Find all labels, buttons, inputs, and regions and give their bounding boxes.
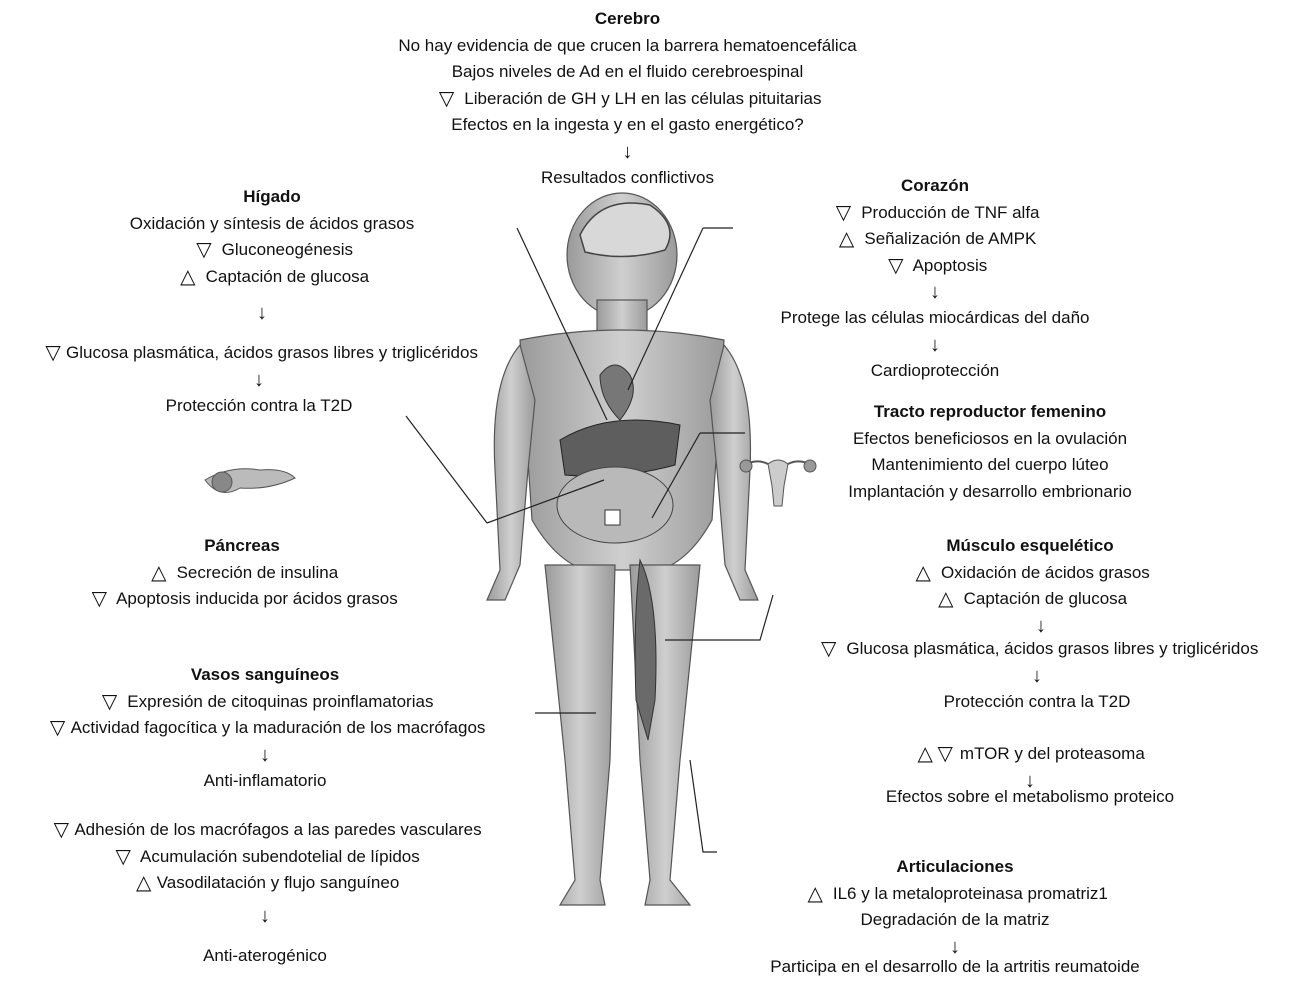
down-triangle-icon (935, 744, 955, 764)
brain-line-2: Bajos niveles de Ad en el fluido cerebro… (330, 59, 925, 86)
down-triangle-icon (434, 89, 460, 109)
pancreas-line-2: Apoptosis inducida por ácidos grasos (52, 586, 432, 613)
pancreas-title: Páncreas (52, 533, 432, 560)
down-triangle-icon (816, 639, 842, 659)
reproductive-line-3: Implantación y desarrollo embrionario (795, 479, 1185, 506)
muscle-mtor: mTOR y del proteasoma Efectos sobre el m… (840, 741, 1220, 810)
muscle-line-2: Captación de glucosa (860, 586, 1200, 613)
liver-result: Protección contra la T2D (4, 393, 514, 420)
up-triangle-icon (915, 744, 935, 764)
brain-line-1: No hay evidencia de que crucen la barrer… (330, 33, 925, 60)
vessels-section-2: Adhesión de los macrófagos a las paredes… (5, 817, 525, 969)
heart-line-3: Apoptosis (750, 253, 1120, 280)
liver-section: Hígado Oxidación y síntesis de ácidos gr… (92, 184, 452, 290)
down-triangle-icon (86, 589, 112, 609)
heart-result: Cardioprotección (750, 358, 1120, 385)
down-arrow-icon (5, 742, 525, 768)
heart-line-2: Señalización de AMPK (750, 226, 1120, 253)
muscle-line-1: Oxidación de ácidos grasos (860, 560, 1200, 587)
liver-effect: Glucosa plasmática, ácidos grasos libres… (4, 340, 514, 419)
vessels-section: Vasos sanguíneos Expresión de citoquinas… (5, 662, 525, 794)
heart-line-1: Producción de TNF alfa (750, 200, 1120, 227)
brain-line-4: Efectos en la ingesta y en el gasto ener… (330, 112, 925, 139)
muscle-title: Músculo esquelético (860, 533, 1200, 560)
pancreas-icon (205, 469, 295, 493)
down-triangle-icon (40, 343, 66, 363)
up-triangle-icon (933, 589, 959, 609)
liver-title: Hígado (92, 184, 452, 211)
vessels-line-3: Adhesión de los macrófagos a las paredes… (5, 817, 525, 844)
up-triangle-icon (834, 229, 860, 249)
intestines-organ (557, 467, 673, 543)
liver-line-2: Gluconeogénesis (92, 237, 452, 264)
down-arrow-icon (4, 367, 514, 393)
liver-arrow-1 (247, 300, 277, 326)
vessels-line-5: Vasodilatación y flujo sanguíneo (5, 870, 525, 897)
down-arrow-icon (882, 613, 1200, 639)
down-arrow-icon (782, 663, 1292, 689)
pancreas-section: Páncreas Secreción de insulina Apoptosis… (52, 533, 432, 613)
muscle-result-2: Efectos sobre el metabolismo proteico (840, 784, 1220, 811)
down-arrow-icon (750, 279, 1120, 305)
heart-section: Corazón Producción de TNF alfa Señalizac… (750, 173, 1120, 384)
down-triangle-icon (110, 847, 136, 867)
down-triangle-icon (97, 692, 123, 712)
up-triangle-icon (802, 884, 828, 904)
up-triangle-icon (131, 873, 157, 893)
vessels-line-1: Expresión de citoquinas proinflamatorias (5, 689, 525, 716)
reproductive-section: Tracto reproductor femenino Efectos bene… (795, 399, 1185, 505)
joints-title: Articulaciones (715, 854, 1195, 881)
vessels-line-4: Acumulación subendotelial de lípidos (5, 844, 525, 871)
down-arrow-icon (5, 903, 525, 929)
down-triangle-icon (45, 718, 71, 738)
liver-line-3: Captación de glucosa (92, 264, 452, 291)
vessels-line-2: Actividad fagocítica y la maduración de … (5, 715, 525, 742)
liver-line-1: Oxidación y síntesis de ácidos grasos (92, 211, 452, 238)
muscle-section: Músculo esquelético Oxidación de ácidos … (860, 533, 1200, 639)
down-triangle-icon (48, 820, 74, 840)
joints-line-1: IL6 y la metaloproteinasa promatriz1 (715, 881, 1195, 908)
up-triangle-icon (910, 563, 936, 583)
brain-title: Cerebro (330, 6, 925, 33)
heart-title: Corazón (750, 173, 1120, 200)
vessels-result-2: Anti-aterogénico (5, 943, 525, 970)
brain-section: Cerebro No hay evidencia de que crucen l… (330, 6, 925, 191)
down-triangle-icon (830, 203, 856, 223)
down-triangle-icon (191, 240, 217, 260)
heart-step: Protege las células miocárdicas del daño (750, 305, 1120, 332)
down-triangle-icon (883, 256, 909, 276)
vessels-title: Vasos sanguíneos (5, 662, 525, 689)
up-triangle-icon (175, 267, 201, 287)
muscle-effect: Glucosa plasmática, ácidos grasos libres… (782, 636, 1292, 715)
reproductive-line-2: Mantenimiento del cuerpo lúteo (795, 452, 1185, 479)
body-silhouette (487, 193, 758, 905)
muscle-result: Protección contra la T2D (782, 689, 1292, 716)
reproductive-title: Tracto reproductor femenino (795, 399, 1185, 426)
down-arrow-icon (247, 300, 277, 326)
pancreas-line-1: Secreción de insulina (52, 560, 432, 587)
joints-section: Articulaciones IL6 y la metaloproteinasa… (715, 854, 1195, 980)
joints-line-2: Degradación de la matriz (715, 907, 1195, 934)
reproductive-line-1: Efectos beneficiosos en la ovulación (795, 426, 1185, 453)
brain-line-3: Liberación de GH y LH en las células pit… (330, 86, 925, 113)
up-triangle-icon (146, 563, 172, 583)
down-arrow-icon (330, 139, 925, 165)
joints-result: Participa en el desarrollo de la artriti… (715, 954, 1195, 981)
vessels-result-1: Anti-inflamatorio (5, 768, 525, 795)
down-arrow-icon (750, 332, 1120, 358)
